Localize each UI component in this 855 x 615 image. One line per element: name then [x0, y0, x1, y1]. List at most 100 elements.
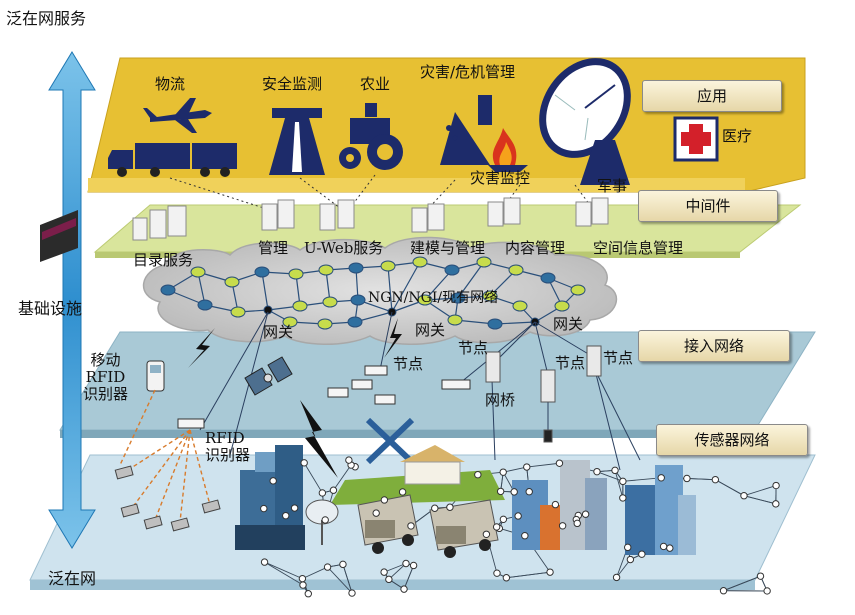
middleware-item-content: 内容管理	[505, 239, 566, 257]
sensor-node	[619, 494, 627, 502]
sensor-node	[290, 504, 299, 512]
cloud-node	[322, 296, 338, 308]
sensor-node	[525, 488, 533, 496]
cloud-node	[450, 292, 466, 304]
cloud-node	[254, 266, 270, 278]
delivery-truck-icon-2	[429, 499, 499, 558]
sensor-node	[304, 590, 312, 598]
layer-middleware-button[interactable]: 中间件	[638, 190, 778, 222]
sensor-node	[546, 568, 554, 576]
sensor-edge	[526, 462, 560, 468]
middleware-item-uweb: U-Web服务	[304, 239, 384, 257]
sensor-edge	[264, 561, 304, 586]
sensor-edge	[503, 466, 527, 473]
sensor-node	[402, 559, 410, 568]
cloud-node	[508, 264, 524, 276]
node-label-1: 节点	[393, 355, 424, 373]
sensor-node	[398, 488, 407, 496]
sensor-edge	[686, 477, 716, 481]
cloud-node	[476, 256, 492, 268]
cloud-node	[554, 300, 570, 312]
sensor-node	[619, 477, 627, 486]
sensor-node	[493, 569, 501, 577]
sensor-edge	[388, 563, 407, 580]
cloud-node	[540, 272, 556, 284]
sensor-node	[499, 515, 508, 524]
sensor-node	[339, 560, 347, 569]
sensor-edge	[616, 559, 631, 578]
sensor-node	[380, 568, 388, 576]
sensor-node	[711, 475, 720, 484]
app-logistics-label: 物流	[155, 75, 186, 93]
tractor-icon	[339, 103, 403, 170]
satellite-dish-icon	[539, 58, 631, 185]
sensor-node	[573, 519, 581, 528]
cloud-node	[417, 294, 433, 306]
sensor-node	[510, 488, 518, 496]
sensor-node	[431, 504, 439, 512]
buildings-far-right-icon	[625, 465, 696, 555]
sensor-edge	[333, 464, 352, 491]
sensor-node	[329, 486, 338, 494]
sensor-node	[400, 585, 408, 593]
app-agriculture-label: 农业	[360, 75, 391, 93]
network-cloud	[142, 236, 617, 345]
sensor-node	[298, 574, 307, 583]
cloud-node	[224, 276, 240, 288]
app-disaster-monitor-label: 灾害监控	[470, 169, 531, 187]
sensor-edge	[506, 571, 551, 579]
sensor-node	[260, 504, 268, 513]
cloud-edge	[387, 265, 393, 313]
layer-access-button[interactable]: 接入网络	[638, 330, 790, 362]
sensor-node	[514, 512, 522, 520]
cloud-node	[230, 306, 246, 318]
middleware-item-modeling: 建模与管理	[410, 239, 486, 257]
middleware-item-spatial: 空间信息管理	[593, 239, 684, 257]
sensor-node	[446, 503, 454, 511]
sensor-node	[318, 489, 327, 497]
layer-sensor-button[interactable]: 传感器网络	[656, 424, 808, 456]
sensor-node	[380, 496, 389, 504]
rfid-reader-label: RFID 识别器	[205, 429, 251, 464]
cloud-node	[348, 262, 364, 274]
mobile-rfid-reader-label: 移动 RFID 识别器	[83, 351, 129, 403]
axis-top-label: 泛在网服务	[6, 9, 87, 28]
cloud-node	[447, 314, 463, 326]
gateway-label-3: 网关	[553, 315, 584, 333]
access-layer-front	[60, 430, 755, 438]
sensor-node	[772, 481, 780, 490]
cloud-edge	[457, 261, 485, 299]
sensor-node	[523, 463, 531, 471]
sensor-edge	[614, 470, 624, 499]
sensor-node	[740, 492, 748, 500]
sensor-node	[260, 558, 269, 566]
cloud-node	[318, 264, 334, 276]
cloud-node	[292, 300, 308, 312]
lightning-icon-3	[300, 400, 338, 478]
sensor-node	[772, 500, 780, 508]
sensor-node	[657, 474, 665, 482]
lightning-icon-2	[384, 318, 402, 358]
sensor-node	[299, 581, 307, 589]
sensor-node	[558, 522, 567, 530]
cloud-node	[487, 318, 503, 330]
sensor-node	[683, 474, 691, 483]
cloud-network-label: NGN/NGI/现有网络	[368, 290, 499, 306]
sensor-node	[499, 468, 507, 476]
cloud-node	[317, 318, 333, 330]
sensor-node	[659, 542, 668, 551]
app-safety-label: 安全监测	[262, 75, 323, 93]
node-label-4: 节点	[603, 349, 634, 367]
sensor-node	[409, 561, 418, 570]
sensor-node	[638, 550, 646, 558]
gateway-label-1: 网关	[263, 323, 294, 341]
ground-dish-icon	[305, 499, 339, 545]
sensor-node	[555, 459, 564, 467]
sensor-node	[345, 456, 353, 464]
sensor-node	[612, 573, 621, 582]
cloud-node	[288, 268, 304, 280]
sensor-edge	[383, 563, 407, 573]
layer-application-button[interactable]: 应用	[642, 80, 782, 112]
middleware-item-management: 管理	[258, 239, 289, 257]
bridge-label: 网桥	[485, 391, 516, 409]
